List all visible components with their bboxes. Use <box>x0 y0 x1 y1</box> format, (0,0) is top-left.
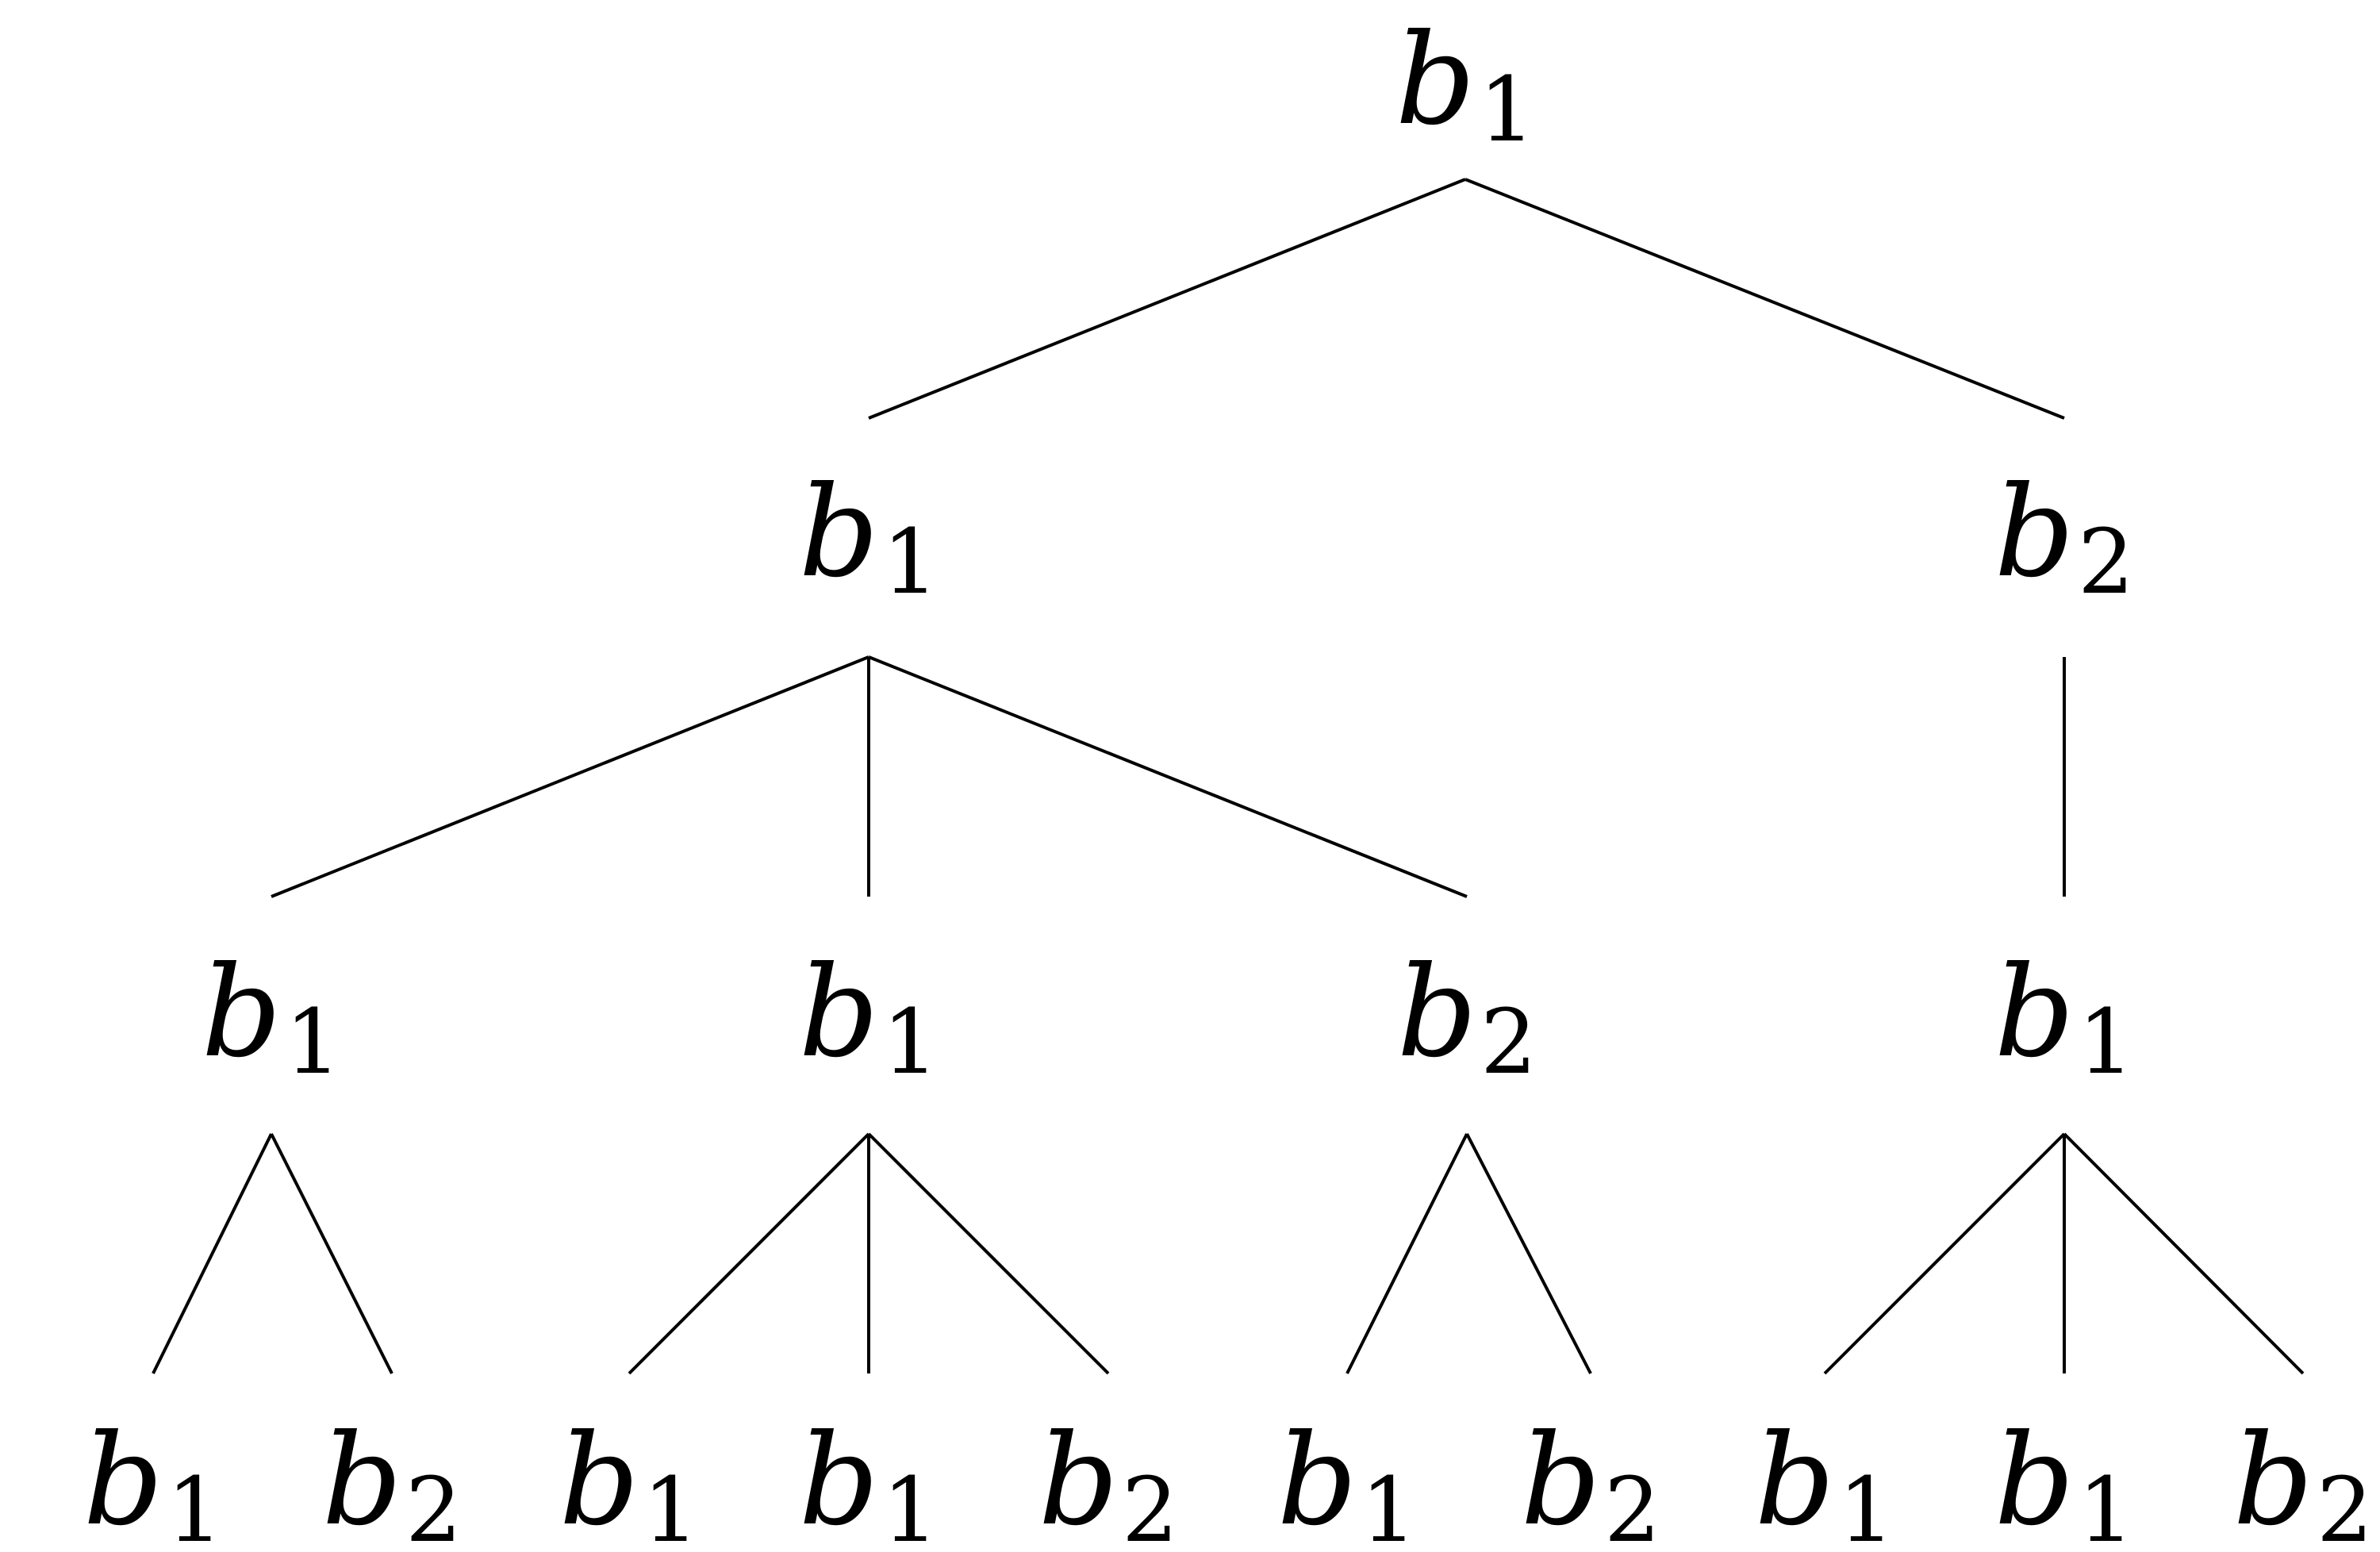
node-subscript: 1 <box>882 1459 939 1552</box>
tree-edge-r-0-1-0 <box>628 1132 870 1375</box>
node-subscript: 2 <box>1604 1459 1660 1552</box>
tree-edge-r-0-0-0 <box>152 1133 273 1374</box>
node-subscript: 1 <box>285 991 341 1094</box>
tree-edge-r-1-0-2 <box>2063 1132 2305 1375</box>
node-subscript: 2 <box>2317 1459 2373 1552</box>
node-letter: b <box>1395 7 1476 153</box>
node-letter: b <box>1994 459 2075 605</box>
tree-node-r-1-0-0: b1 <box>1755 1408 1894 1552</box>
node-letter: b <box>1521 1408 1601 1552</box>
tree-node-r-1-0: b1 <box>1994 939 2134 1094</box>
node-letter: b <box>322 1408 402 1552</box>
node-letter: b <box>1038 1408 1119 1552</box>
node-subscript: 2 <box>1122 1459 1178 1552</box>
node-letter: b <box>2233 1408 2313 1552</box>
node-letter: b <box>799 1408 879 1552</box>
tree-node-r-0-1: b1 <box>799 939 939 1094</box>
tree-node-r-0-0-1: b2 <box>322 1408 462 1552</box>
node-subscript: 1 <box>643 1459 699 1552</box>
node-letter: b <box>202 939 282 1085</box>
tree-edge-r-1-0-0 <box>1823 1132 2066 1375</box>
tree-node-r-0: b1 <box>799 459 939 614</box>
tree-node-r-0-2-0: b1 <box>1277 1408 1417 1552</box>
tree-node-r-1-0-1: b1 <box>1994 1408 2134 1552</box>
node-subscript: 1 <box>882 511 939 614</box>
tree-node-r-0-0: b1 <box>202 939 341 1094</box>
tree-node-r: b1 <box>1395 7 1535 162</box>
node-letter: b <box>1397 939 1477 1085</box>
node-letter: b <box>1277 1408 1357 1552</box>
tree-edge-r-0-2-1 <box>1465 1133 1592 1374</box>
node-subscript: 1 <box>2078 991 2134 1094</box>
node-letter: b <box>1994 939 2075 1085</box>
tree-node-r-0-0-0: b1 <box>83 1408 223 1552</box>
node-letter: b <box>799 459 879 605</box>
node-subscript: 1 <box>1479 59 1535 162</box>
node-subscript: 2 <box>2078 511 2134 614</box>
node-subscript: 2 <box>1480 991 1537 1094</box>
node-subscript: 1 <box>2078 1459 2134 1552</box>
tree-edge-r-1 <box>1464 178 2065 420</box>
node-letter: b <box>83 1408 163 1552</box>
tree-edge-r-0-1-2 <box>867 1132 1110 1375</box>
tree-edge-r-0-0 <box>271 655 869 898</box>
tree-node-r-1: b2 <box>1994 459 2134 614</box>
tree-node-r-0-1-2: b2 <box>1038 1408 1178 1552</box>
tree-edge-r-0 <box>868 178 1466 420</box>
node-subscript: 1 <box>167 1459 223 1552</box>
node-letter: b <box>1755 1408 1835 1552</box>
tree-node-r-1-0-2: b2 <box>2233 1408 2373 1552</box>
node-letter: b <box>1994 1408 2075 1552</box>
tree-node-r-0-1-0: b1 <box>559 1408 699 1552</box>
tree-edge-r-0-2-0 <box>1345 1133 1468 1374</box>
node-letter: b <box>559 1408 639 1552</box>
tree-node-r-0-2-1: b2 <box>1521 1408 1660 1552</box>
node-subscript: 1 <box>882 991 939 1094</box>
node-subscript: 1 <box>1838 1459 1894 1552</box>
node-subscript: 1 <box>1361 1459 1417 1552</box>
tree-edge-r-0-0-1 <box>270 1133 393 1374</box>
node-letter: b <box>799 939 879 1085</box>
tree-edges <box>152 178 2305 1375</box>
node-subscript: 2 <box>405 1459 462 1552</box>
tree-node-r-0-1-1: b1 <box>799 1408 939 1552</box>
tree-node-r-0-2: b2 <box>1397 939 1537 1094</box>
tree-edge-r-0-2 <box>868 655 1468 898</box>
